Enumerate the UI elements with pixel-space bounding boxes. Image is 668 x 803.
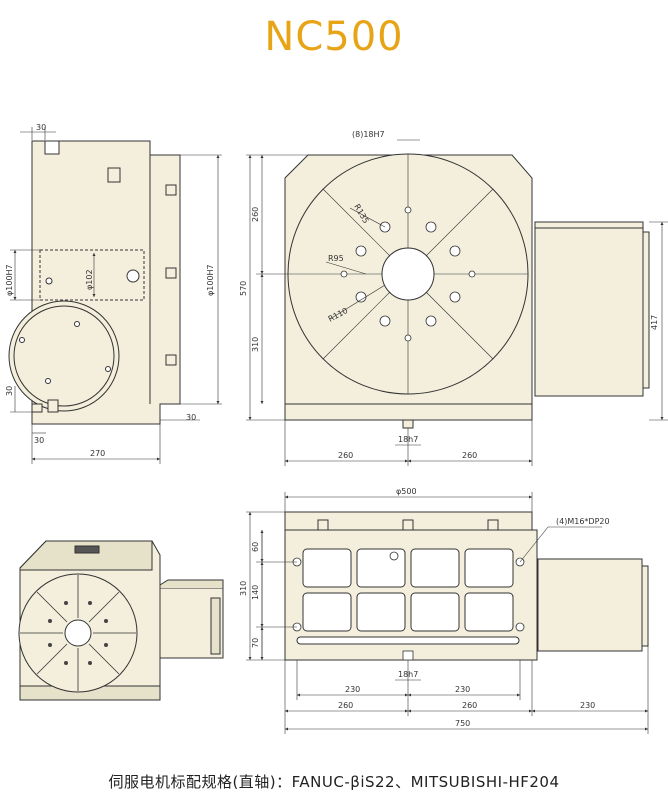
side-dim-right-30: 30 (186, 413, 196, 422)
top-dim-tapped: (4)M16*DP20 (556, 517, 610, 526)
top-dim-60: 60 (251, 542, 260, 552)
side-dim-bore: φ100H7 (5, 264, 14, 296)
side-bore-hidden (39, 249, 145, 301)
side-view (8, 140, 181, 425)
front-holes (340, 206, 476, 342)
side-view-dims (10, 127, 222, 464)
product-title: NC500 (264, 14, 404, 60)
front-view (284, 153, 650, 429)
top-dim-310: 310 (239, 581, 248, 596)
front-motor-housing (534, 221, 644, 397)
side-dim-bottom-left-30: 30 (5, 386, 14, 396)
top-dim-18h7: 18h7 (398, 670, 418, 679)
front-view-dims (246, 139, 668, 466)
top-dim-230-right: 230 (455, 685, 470, 694)
top-dim-140: 140 (251, 585, 260, 600)
side-dim-bottom-30: 30 (34, 436, 44, 445)
front-dim-570: 570 (239, 281, 248, 296)
motor-spec-caption: 伺服电机标配规格(直轴)：FANUC-βiS22、MITSUBISHI-HF20… (108, 773, 560, 791)
front-dim-310: 310 (251, 337, 260, 352)
front-dim-bottom-left: 260 (338, 451, 353, 460)
side-bolt-top (107, 167, 121, 183)
top-pockets (296, 548, 520, 645)
side-dim-inner: φ102 (85, 269, 94, 290)
front-dim-slots: (8)18H7 (352, 130, 385, 139)
front-dim-260: 260 (251, 207, 260, 222)
side-dim-width: 270 (90, 449, 105, 458)
top-dim-230-motor: 230 (580, 701, 595, 710)
side-motor-flange (8, 300, 120, 412)
top-dim-750: 750 (455, 719, 470, 728)
front-dim-417: 417 (650, 315, 659, 330)
top-dim-500: φ500 (396, 487, 417, 496)
front-dim-18h7: 18h7 (398, 435, 418, 444)
front-base (284, 403, 533, 421)
iso-center-bore (64, 619, 92, 647)
side-dim-right: φ100H7 (206, 264, 215, 296)
top-dim-70: 70 (251, 638, 260, 648)
top-dim-260-mid: 260 (462, 701, 477, 710)
iso-holes (48, 601, 108, 665)
top-motor-housing (537, 558, 643, 652)
front-slots (288, 154, 528, 394)
side-notch (44, 140, 60, 155)
iso-slots (20, 575, 136, 691)
top-dim-260-left: 260 (338, 701, 353, 710)
front-dim-r95: R95 (328, 254, 344, 263)
top-view-dims (246, 492, 649, 734)
side-dim-top-30: 30 (36, 123, 46, 132)
top-dim-230-left: 230 (345, 685, 360, 694)
front-dim-bottom-right: 260 (462, 451, 477, 460)
